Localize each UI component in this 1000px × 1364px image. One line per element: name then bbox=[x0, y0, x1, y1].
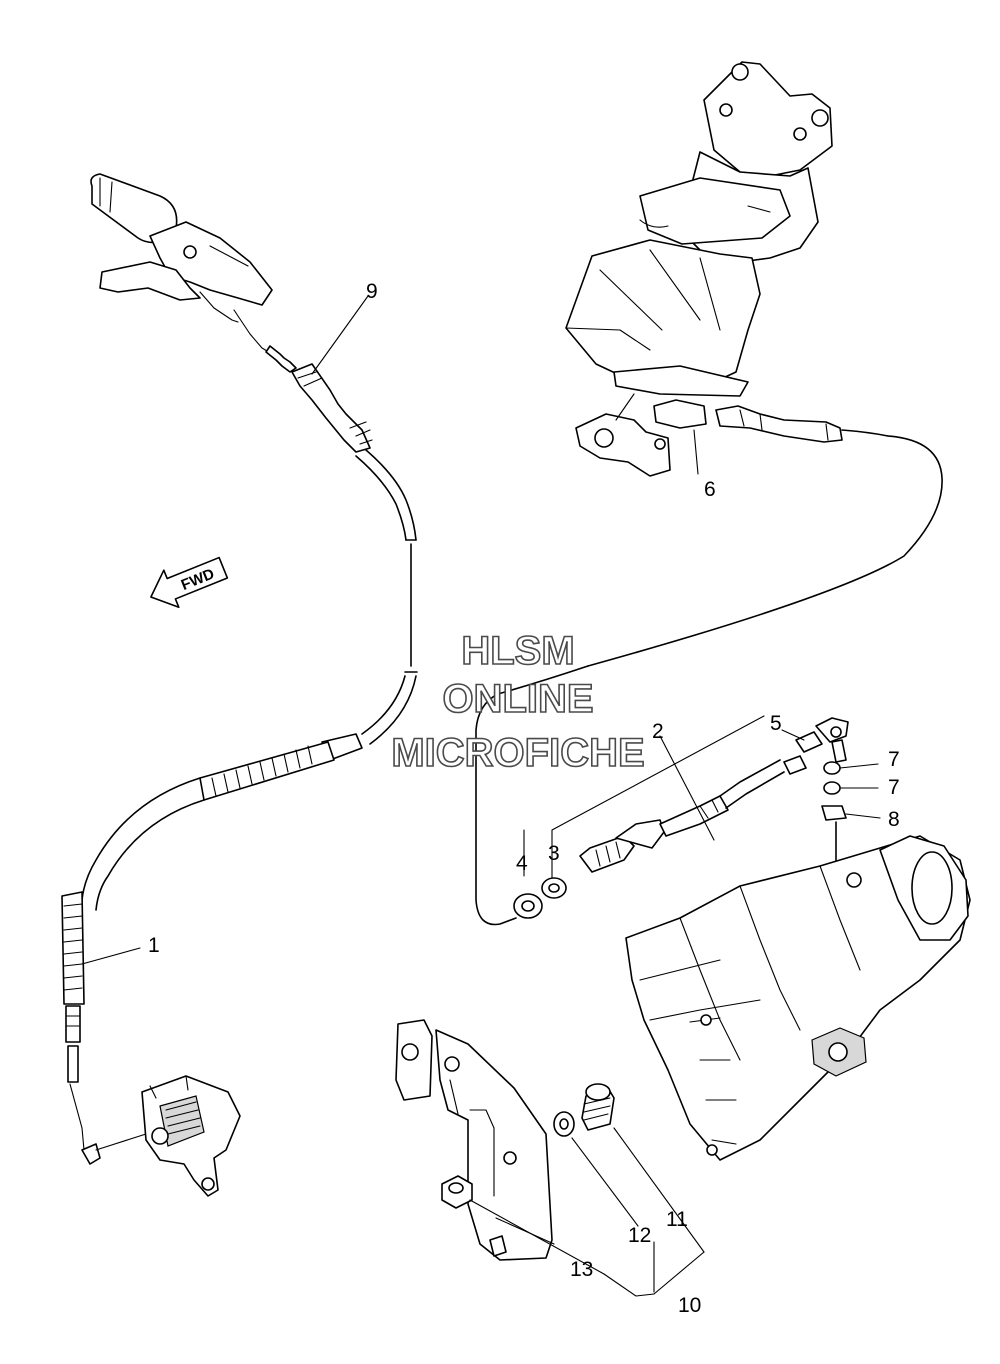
washers-7-nut-8 bbox=[821, 761, 847, 865]
callout-9: 9 bbox=[366, 280, 378, 303]
brake-cable-lower bbox=[61, 733, 363, 1165]
steering-column bbox=[565, 61, 833, 397]
callout-7b: 7 bbox=[888, 776, 900, 799]
leader-lines bbox=[81, 295, 881, 1297]
callout-10: 10 bbox=[678, 1294, 701, 1317]
steering-cable-2 bbox=[579, 717, 849, 873]
callout-13: 13 bbox=[570, 1258, 593, 1281]
steering-cable-loop bbox=[475, 435, 943, 926]
callout-8: 8 bbox=[888, 808, 900, 831]
watermark: HLSM ONLINE MICROFICHE bbox=[391, 628, 646, 776]
watermark-line-2: ONLINE bbox=[442, 677, 593, 721]
callout-4: 4 bbox=[516, 852, 528, 875]
brake-cable-upper bbox=[265, 345, 418, 745]
grommet-parts-11-12-13 bbox=[441, 1083, 615, 1209]
steering-arm-and-ball-joint bbox=[575, 393, 889, 477]
fwd-arrow-icon: FWD bbox=[150, 556, 229, 609]
callout-7a: 7 bbox=[888, 748, 900, 771]
callout-11: 11 bbox=[666, 1208, 688, 1231]
callout-6: 6 bbox=[704, 478, 716, 501]
callout-1: 1 bbox=[148, 934, 160, 957]
watermark-line-1: HLSM bbox=[461, 629, 574, 673]
callout-5: 5 bbox=[770, 712, 782, 735]
mounting-bracket bbox=[395, 1019, 553, 1261]
watermark-line-3: MICROFICHE bbox=[391, 731, 644, 775]
callout-12: 12 bbox=[628, 1224, 651, 1247]
callout-2: 2 bbox=[652, 720, 664, 743]
brake-caliper bbox=[141, 1075, 241, 1197]
callout-labels: 1 2 3 4 5 6 7 7 8 9 10 11 12 13 bbox=[148, 280, 900, 1317]
callout-3: 3 bbox=[548, 842, 560, 865]
washer-4-and-nut-3 bbox=[513, 877, 567, 919]
handlebar-lever-assembly bbox=[90, 173, 273, 355]
jet-pump-assembly bbox=[625, 835, 971, 1161]
